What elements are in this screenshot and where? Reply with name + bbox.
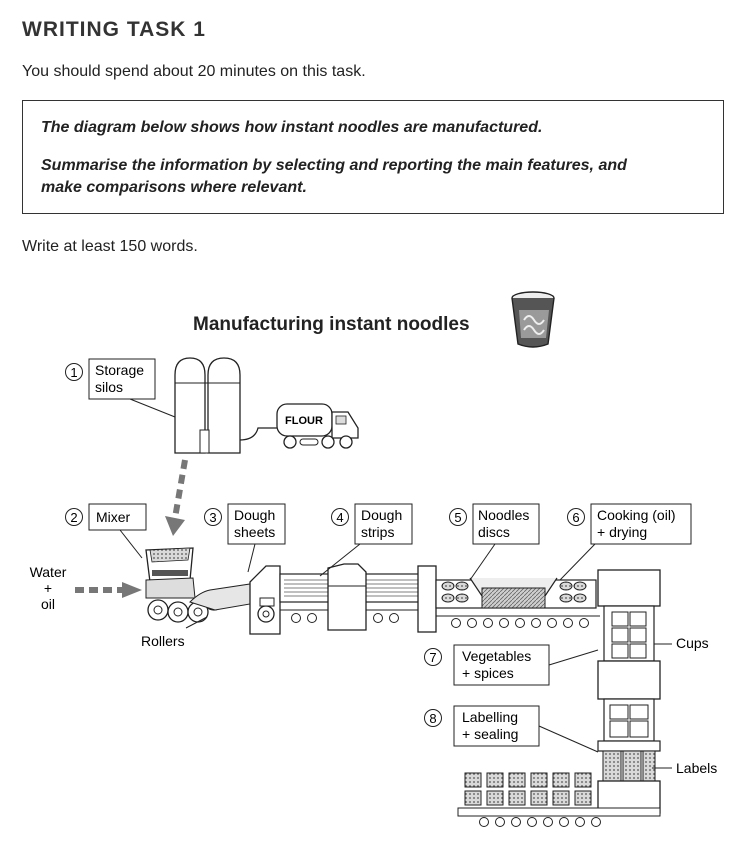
process-diagram: Manufacturing instant noodles 1 Storage …	[0, 280, 750, 846]
input-water: Water	[30, 564, 67, 580]
step-2-label: 2 Mixer	[65, 503, 147, 559]
step-7-number: 7	[429, 650, 436, 665]
prompt-line-2a: Summarise the information by selecting a…	[41, 157, 627, 174]
input-oil: oil	[41, 596, 55, 612]
step-2-text-1: Mixer	[96, 509, 131, 525]
cups-label: Cups	[676, 635, 709, 651]
step-8-label: 8 Labelling + sealing	[424, 705, 599, 753]
step-1-number: 1	[70, 365, 77, 380]
word-count-instruction: Write at least 150 words.	[22, 238, 198, 255]
time-instruction: You should spend about 20 minutes on thi…	[22, 63, 366, 80]
task-prompt-box: The diagram below shows how instant nood…	[22, 100, 724, 214]
flour-truck: FLOUR	[276, 403, 359, 449]
conveyor-line	[249, 563, 600, 635]
step-1-text-2: silos	[95, 379, 123, 395]
step-5-text-1: Noodles	[478, 507, 529, 523]
step-7-text-1: Vegetables	[462, 648, 531, 664]
step-5-text-2: discs	[478, 524, 510, 540]
step-4-label: 4 Dough strips	[319, 503, 413, 577]
storage-silos	[174, 357, 282, 454]
step-8-number: 8	[429, 711, 436, 726]
rollers: Rollers	[141, 583, 251, 649]
step-5-label: 5 Noodles discs	[449, 503, 540, 581]
step-8-text-2: + sealing	[462, 726, 518, 742]
task-heading: WRITING TASK 1	[22, 18, 206, 41]
flour-flow-arrow	[165, 459, 188, 536]
step-7-label: 7 Vegetables + spices	[424, 644, 599, 686]
step-5-number: 5	[454, 510, 461, 525]
step-4-number: 4	[336, 510, 343, 525]
step-6-text-1: Cooking (oil)	[597, 507, 676, 523]
step-3-number: 3	[209, 510, 216, 525]
step-8-text-1: Labelling	[462, 709, 518, 725]
labelling-machine: Labels	[597, 740, 717, 814]
truck-label: FLOUR	[285, 415, 323, 427]
step-3-text-2: sheets	[234, 524, 275, 540]
cup-filling-machine: Cups	[597, 569, 709, 742]
rollers-label: Rollers	[141, 633, 185, 649]
step-6-number: 6	[572, 510, 579, 525]
input-plus: +	[44, 580, 52, 596]
step-4-text-2: strips	[361, 524, 394, 540]
diagram-title: Manufacturing instant noodles	[193, 314, 470, 335]
prompt-line-2b: make comparisons where relevant.	[41, 179, 307, 196]
step-1-text-1: Storage	[95, 362, 144, 378]
step-2-number: 2	[70, 510, 77, 525]
mixer	[145, 547, 196, 599]
step-6-label: 6 Cooking (oil) + drying	[559, 503, 692, 581]
finished-cups	[464, 772, 592, 806]
noodle-cup-icon	[511, 291, 555, 348]
step-4-text-1: Dough	[361, 507, 402, 523]
step-6-text-2: + drying	[597, 524, 647, 540]
step-1-label: 1 Storage silos	[65, 358, 176, 418]
labels-label: Labels	[676, 760, 717, 776]
water-oil-input: Water + oil	[30, 564, 142, 612]
diagram-svg: Manufacturing instant noodles 1 Storage …	[30, 291, 717, 827]
step-3-label: 3 Dough sheets	[204, 503, 286, 573]
prompt-line-1: The diagram below shows how instant nood…	[41, 119, 543, 136]
step-7-text-2: + spices	[462, 665, 514, 681]
step-3-text-1: Dough	[234, 507, 275, 523]
output-conveyor	[457, 807, 661, 827]
